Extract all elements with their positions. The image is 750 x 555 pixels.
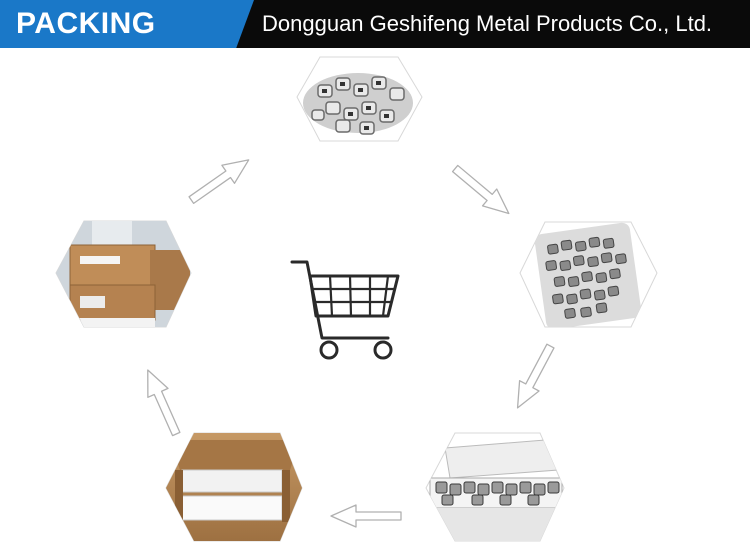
- shopping-cart-icon: [290, 260, 400, 360]
- flow-arrow-4: [330, 504, 402, 528]
- company-name: Dongguan Geshifeng Metal Products Co., L…: [262, 11, 713, 36]
- carton-photo: [165, 432, 303, 542]
- section-title: PACKING: [16, 7, 156, 40]
- bagged-beads-photo: [519, 221, 658, 328]
- stacked-cartons-photo: [55, 220, 192, 328]
- section-tab: [0, 0, 254, 48]
- open-box-beads-photo: [425, 432, 565, 542]
- loose-metal-beads-photo: [296, 56, 423, 142]
- flow-arrow-5: [147, 369, 181, 437]
- flow-arrow-1: [188, 159, 250, 205]
- flow-arrow-3: [516, 343, 555, 409]
- flow-arrow-2: [451, 164, 510, 215]
- packing-flow: [55, 56, 658, 542]
- header-banner: PACKING Dongguan Geshifeng Metal Product…: [0, 0, 750, 48]
